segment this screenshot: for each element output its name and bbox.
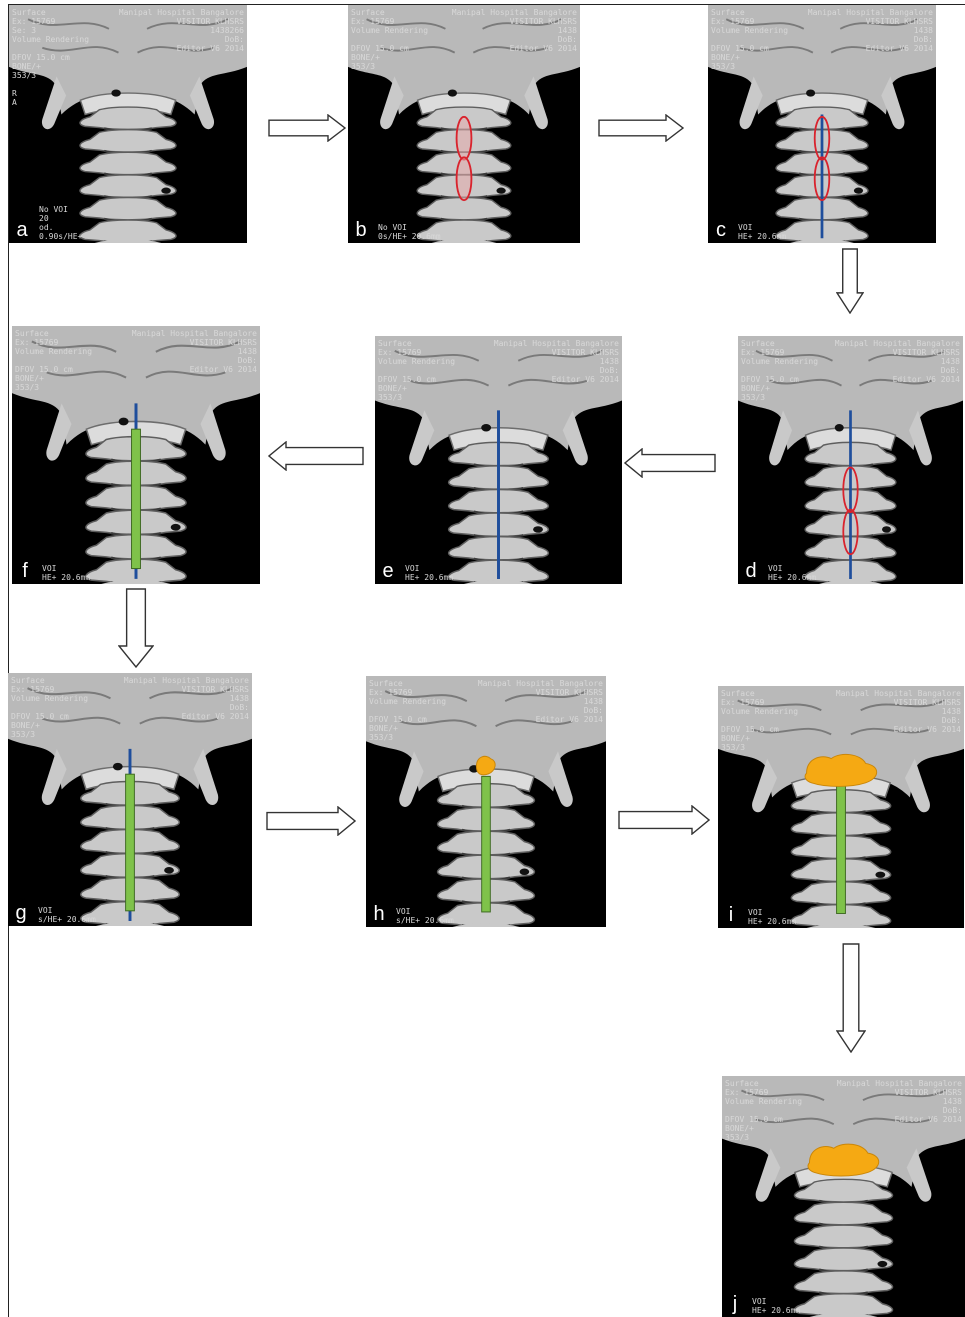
scanner-info-right: Manipal Hospital Bangalore VISITOR KLHSR…: [478, 679, 603, 724]
panel-i: Surface Ex: 15769 Volume Rendering DFOV …: [718, 686, 964, 928]
scanner-info-bottom: VOI HE+ 20.6mm: [748, 908, 796, 926]
scanner-info-right: Manipal Hospital Bangalore VISITOR KLHSR…: [124, 676, 249, 721]
scanner-info-left: Surface Ex: 15769 Volume Rendering DFOV …: [15, 329, 92, 392]
scanner-info-bottom: VOI HE+ 20.6mm: [42, 564, 90, 582]
panel-label: d: [738, 560, 764, 584]
scanner-info-right: Manipal Hospital Bangalore VISITOR KLHSR…: [452, 8, 577, 53]
panel-label: c: [708, 219, 734, 243]
arrow-right-icon: [266, 806, 356, 836]
panel-g: Surface Ex: 15769 Volume Rendering DFOV …: [8, 673, 252, 926]
scanner-info-bottom: VOI HE+ 20.6mm: [738, 223, 786, 241]
panel-label: g: [8, 902, 34, 926]
scanner-info-right: Manipal Hospital Bangalore VISITOR KLHSR…: [837, 1079, 962, 1124]
arrow-right-icon: [268, 114, 346, 142]
panel-j: Surface Ex: 15769 Volume Rendering DFOV …: [722, 1076, 965, 1317]
green-rod: [126, 774, 135, 911]
scanner-info-left: Surface Ex: 15769 Volume Rendering DFOV …: [721, 689, 798, 752]
panel-a: Surface Ex: 15769 Se: 3 Volume Rendering…: [9, 5, 247, 243]
scanner-info-bottom: No VOI 20 od. 0.90s/HE+: [39, 205, 82, 241]
scanner-info-bottom: VOI HE+ 20.6mm: [752, 1297, 800, 1315]
panel-label: h: [366, 903, 392, 927]
scanner-info-left: Surface Ex: 15769 Volume Rendering DFOV …: [711, 8, 788, 71]
scanner-info-right: Manipal Hospital Bangalore VISITOR KLHSR…: [132, 329, 257, 374]
green-rod: [837, 783, 846, 914]
panel-f: Surface Ex: 15769 Volume Rendering DFOV …: [12, 326, 260, 584]
scanner-info-bottom: No VOI 0s/HE+ 20.6mm: [378, 223, 441, 241]
scanner-info-bottom: VOI s/HE+ 20.6mm: [38, 906, 96, 924]
scanner-info-bottom: VOI HE+ 20.6mm: [768, 564, 816, 582]
arrow-right-icon: [618, 805, 710, 835]
panel-label: f: [12, 560, 38, 584]
scanner-info-left: Surface Ex: 15769 Volume Rendering DFOV …: [741, 339, 818, 402]
panel-d: Surface Ex: 15769 Volume Rendering DFOV …: [738, 336, 963, 584]
scanner-info-right: Manipal Hospital Bangalore VISITOR KLHSR…: [808, 8, 933, 53]
green-rod: [482, 776, 491, 912]
panel-label: i: [718, 904, 744, 928]
scanner-info-left: Surface Ex: 15769 Se: 3 Volume Rendering…: [12, 8, 89, 107]
scanner-info-right: Manipal Hospital Bangalore VISITOR KLHSR…: [494, 339, 619, 384]
scanner-info-bottom: VOI HE+ 20.6mm: [405, 564, 453, 582]
scanner-info-left: Surface Ex: 15769 Volume Rendering DFOV …: [11, 676, 88, 739]
scanner-info-bottom: VOI s/HE+ 20.6mm: [396, 907, 454, 925]
scanner-info-left: Surface Ex: 15769 Volume Rendering DFOV …: [378, 339, 455, 402]
panel-label: a: [9, 219, 35, 243]
arrow-right-icon: [598, 114, 684, 142]
panel-c: Surface Ex: 15769 Volume Rendering DFOV …: [708, 5, 936, 243]
panel-label: j: [722, 1293, 748, 1317]
scanner-info-right: Manipal Hospital Bangalore VISITOR KLHSR…: [836, 689, 961, 734]
panel-b: Surface Ex: 15769 Volume Rendering DFOV …: [348, 5, 580, 243]
arrow-down-icon: [836, 943, 866, 1053]
orange-bone-mass: [476, 756, 495, 775]
green-rod: [132, 429, 141, 568]
scanner-info-left: Surface Ex: 15769 Volume Rendering DFOV …: [369, 679, 446, 742]
arrow-down-icon: [118, 588, 154, 668]
panel-e: Surface Ex: 15769 Volume Rendering DFOV …: [375, 336, 622, 584]
panel-h: Surface Ex: 15769 Volume Rendering DFOV …: [366, 676, 606, 927]
panel-label: e: [375, 560, 401, 584]
panel-label: b: [348, 219, 374, 243]
arrow-left-icon: [624, 448, 716, 478]
arrow-left-icon: [268, 441, 364, 471]
arrow-down-icon: [836, 248, 864, 314]
scanner-info-right: Manipal Hospital Bangalore VISITOR KLHSR…: [835, 339, 960, 384]
scanner-info-left: Surface Ex: 15769 Volume Rendering DFOV …: [351, 8, 428, 71]
scanner-info-right: Manipal Hospital Bangalore VISITOR KLHSR…: [119, 8, 244, 53]
scanner-info-left: Surface Ex: 15769 Volume Rendering DFOV …: [725, 1079, 802, 1142]
